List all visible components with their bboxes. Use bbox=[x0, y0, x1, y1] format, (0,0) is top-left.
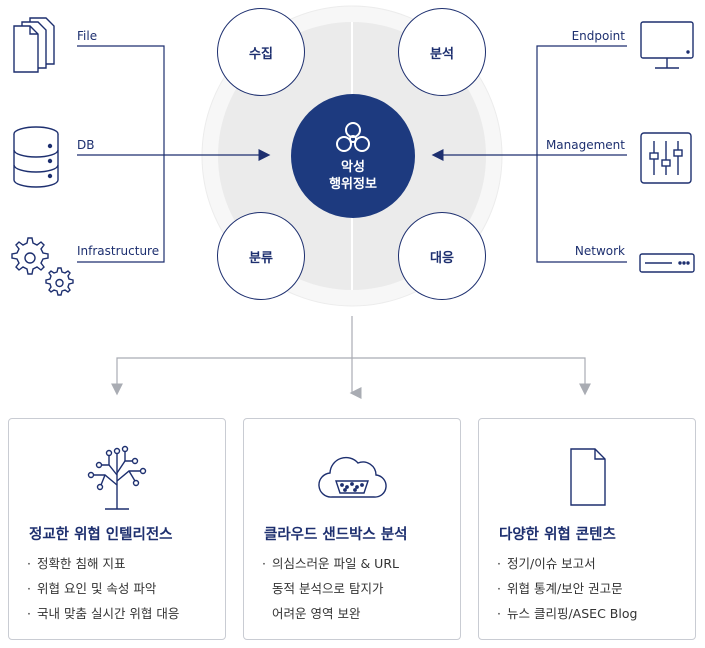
card-threat-content: 다양한 위협 콘텐츠 ·정기/이슈 보고서 ·위협 통계/보안 권고문 ·뉴스 … bbox=[478, 418, 696, 640]
card-cloud-sandbox: 클라우드 샌드박스 분석 ·의심스러운 파일 & URL 동적 분석으로 탐지가… bbox=[243, 418, 461, 640]
left-connector bbox=[77, 45, 271, 263]
monitor-icon bbox=[640, 21, 694, 69]
center-title-line1: 악성 bbox=[341, 160, 365, 175]
source-management-label: Management bbox=[545, 138, 625, 152]
node-collect: 수집 bbox=[217, 8, 305, 96]
source-infrastructure-label: Infrastructure bbox=[77, 244, 160, 258]
sliders-icon bbox=[640, 132, 692, 184]
center-node: 악성 행위정보 bbox=[291, 94, 415, 218]
list-item: 어려운 영역 보완 bbox=[272, 606, 361, 621]
node-classify: 분류 bbox=[217, 212, 305, 300]
right-connector bbox=[431, 45, 627, 263]
source-network-label: Network bbox=[574, 244, 625, 258]
network-switch-icon bbox=[639, 253, 695, 273]
card-threat-content-title: 다양한 위협 콘텐츠 bbox=[499, 527, 616, 543]
list-item: 동적 분석으로 탐지가 bbox=[272, 581, 384, 596]
list-item: ·위협 요인 및 속성 파악 bbox=[27, 581, 157, 596]
tree-circuit-icon bbox=[87, 445, 147, 510]
source-db-label: DB bbox=[77, 138, 95, 152]
document-icon bbox=[570, 448, 606, 506]
cloud-sandbox-icon bbox=[318, 456, 387, 498]
card-threat-intelligence: 정교한 위협 인텔리전스 ·정확한 침해 지표 ·위협 요인 및 속성 파악 ·… bbox=[8, 418, 226, 640]
card-threat-content-list: ·정기/이슈 보고서 ·위협 통계/보안 권고문 ·뉴스 클리핑/ASEC Bl… bbox=[497, 551, 637, 626]
card-cloud-sandbox-title: 클라우드 샌드박스 분석 bbox=[264, 527, 408, 543]
node-classify-label: 분류 bbox=[249, 250, 273, 266]
list-item: ·국내 맞춤 실시간 위협 대응 bbox=[27, 606, 180, 621]
list-item: ·위협 통계/보안 권고문 bbox=[497, 581, 623, 596]
list-item: ·의심스러운 파일 & URL bbox=[262, 556, 399, 571]
source-file-label: File bbox=[77, 29, 98, 43]
node-analyze-label: 분석 bbox=[430, 46, 454, 62]
output-connector bbox=[116, 316, 586, 399]
card-cloud-sandbox-list: ·의심스러운 파일 & URL 동적 분석으로 탐지가 어려운 영역 보완 bbox=[262, 551, 399, 626]
gears-icon bbox=[11, 237, 74, 296]
node-analyze: 분석 bbox=[398, 8, 486, 96]
list-item: ·뉴스 클리핑/ASEC Blog bbox=[497, 606, 638, 621]
biohazard-icon bbox=[336, 122, 370, 152]
node-respond: 대응 bbox=[398, 212, 486, 300]
card-threat-intelligence-list: ·정확한 침해 지표 ·위협 요인 및 속성 파악 ·국내 맞춤 실시간 위협 … bbox=[27, 551, 179, 626]
node-collect-label: 수집 bbox=[249, 46, 273, 62]
list-item: ·정기/이슈 보고서 bbox=[497, 556, 596, 571]
center-title-line2: 행위정보 bbox=[329, 177, 377, 192]
list-item: ·정확한 침해 지표 bbox=[27, 556, 126, 571]
database-icon bbox=[13, 126, 59, 188]
file-stack-icon bbox=[13, 17, 55, 73]
node-respond-label: 대응 bbox=[430, 250, 454, 266]
card-threat-intelligence-title: 정교한 위협 인텔리전스 bbox=[29, 527, 173, 543]
source-endpoint-label: Endpoint bbox=[571, 29, 625, 43]
